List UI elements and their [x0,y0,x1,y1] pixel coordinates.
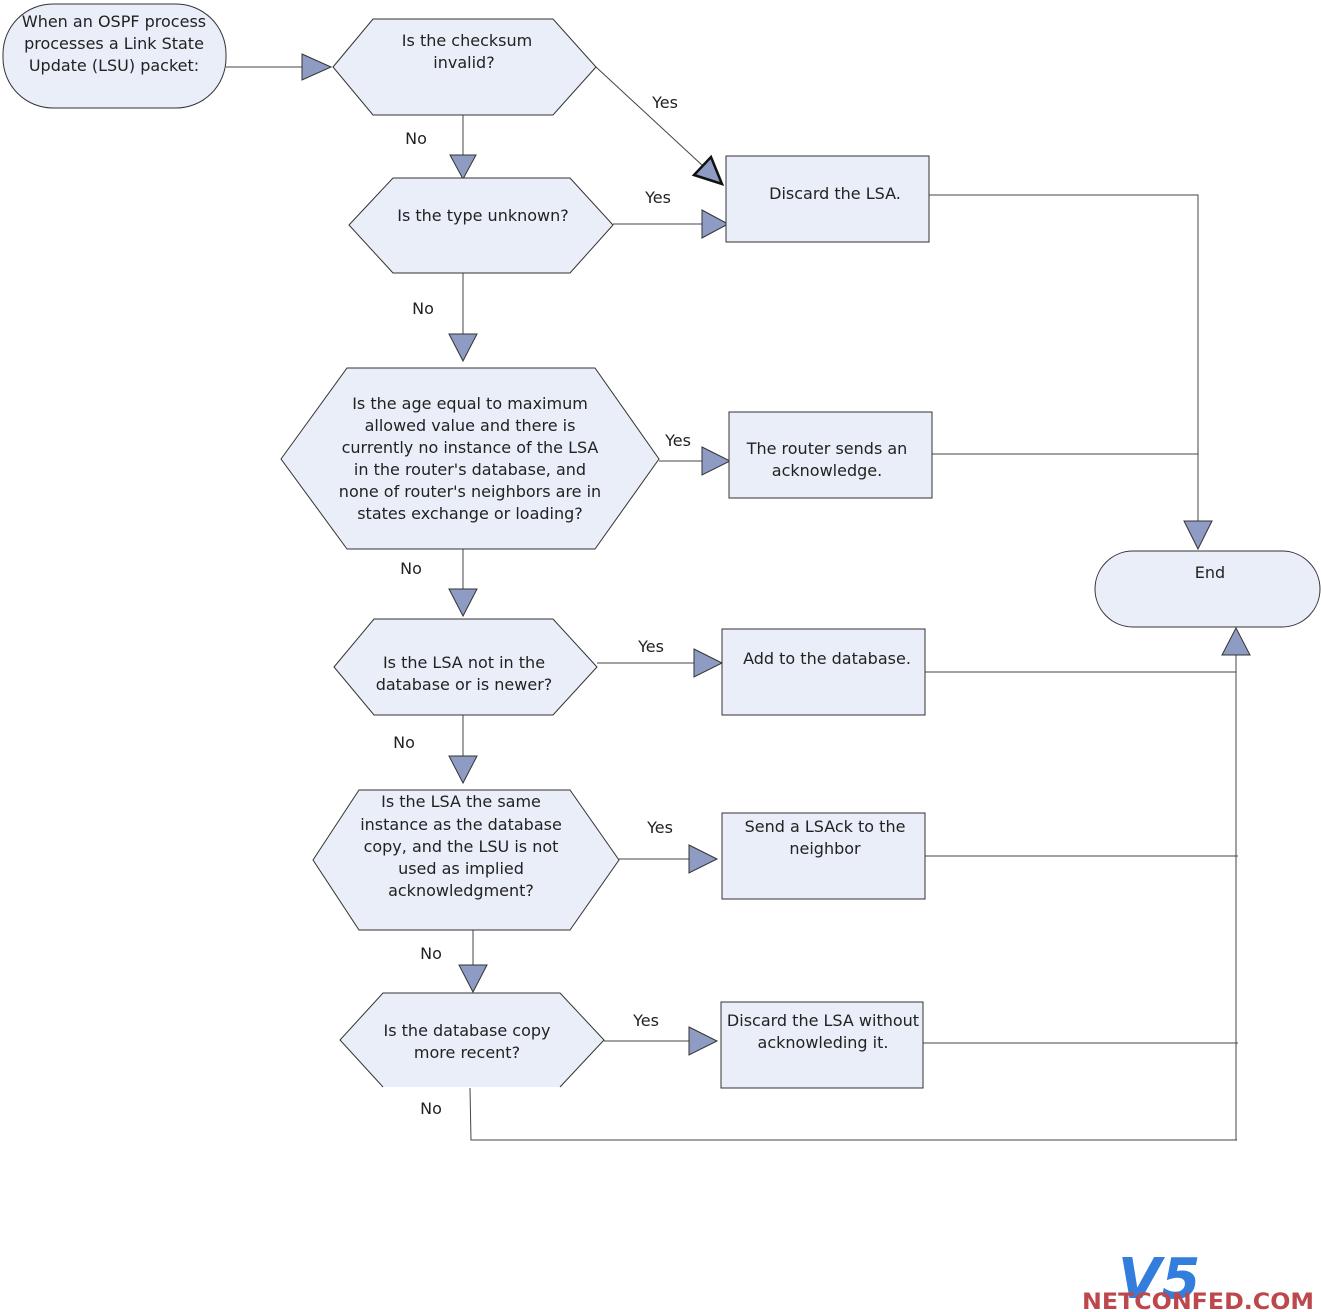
label-age-yes: Yes [664,431,691,450]
connector-checksum-yes [595,66,704,167]
start-terminator: When an OSPF process processes a Link St… [2,3,227,109]
process-discard-no-ack-text-line: Discard the LSA without [727,1011,919,1030]
decision-recent-fill [340,993,604,1087]
label-type-no: No [412,299,434,318]
arrowhead-type-no [448,333,478,363]
decision-same-shape [312,789,620,931]
process-add-db-shape [721,628,926,716]
decision-recent-text-line: Is the database copy [384,1021,551,1040]
watermark-logo: V5 [1118,1247,1200,1312]
end-text: End [1195,563,1225,582]
process-send-lsack-shape [721,812,926,900]
arrowhead-newer-yes [693,648,724,678]
decision-age-text-line: states exchange or loading? [357,504,583,523]
decision-age-text-line: none of router's neighbors are in [339,482,601,501]
label-newer-no: No [393,733,415,752]
decision-lsa-newer: Is the LSA not in the database or is new… [333,618,598,716]
arrowhead-age-no [448,588,478,618]
label-same-yes: Yes [646,818,673,837]
arrowhead-discard-to-end [1183,520,1213,551]
decision-db-copy-recent: Is the database copy more recent? [339,992,605,1088]
arrowhead-age-yes [701,446,732,476]
arrowhead-same-no [458,964,488,994]
label-recent-yes: Yes [632,1011,659,1030]
decision-recent-outline [339,992,605,1088]
decision-age-text-line: currently no instance of the LSA [342,438,599,457]
process-discard-without-ack: Discard the LSA without acknowleding it. [720,1001,924,1089]
decision-checksum-invalid: Is the checksum invalid? [332,18,597,116]
arrowhead-start-to-checksum [301,53,333,81]
decision-type-shape [348,177,614,274]
decision-age-shape [280,367,660,550]
label-checksum-yes: Yes [651,93,678,112]
end-terminator-shape [1094,550,1321,628]
label-type-yes: Yes [644,188,671,207]
watermark-site: NETCONFED.COM [1082,1290,1314,1312]
process-send-acknowledge: The router sends an acknowledge. [728,411,933,499]
watermark: V5 NETCONFED.COM [1082,1247,1314,1312]
decision-type-unknown: Is the type unknown? [348,177,614,274]
process-send-ack-text-line: The router sends an [746,439,908,458]
start-text-line: Update (LSU) packet: [29,56,199,75]
process-discard-text-line: Discard the LSA. [769,184,901,203]
label-same-no: No [420,944,442,963]
decision-newer-shape [333,618,598,716]
decision-checksum-text-line: Is the checksum [402,31,532,50]
label-recent-no: No [420,1099,442,1118]
decision-checksum-text-line: invalid? [433,53,494,72]
decision-same-text-line: instance as the database [360,815,562,834]
process-discard-no-ack-text-line: acknowleding it. [758,1033,889,1052]
process-add-db-text-line: Add to the database. [743,649,911,668]
start-text-line: processes a Link State [24,34,204,53]
arrowhead-newer-no [448,755,478,785]
arrowhead-checksum-no [449,154,477,181]
connector-recent-no [469,1087,1237,1141]
decision-age-text-line: allowed value and there is [365,416,576,435]
process-send-lsack-text-line: Send a LSAck to the [745,817,906,836]
decision-same-text-line: acknowledgment? [388,881,534,900]
decision-same-text-line: copy, and the LSU is not [364,837,559,856]
arrowhead-same-yes [688,844,719,874]
decision-same-instance: Is the LSA the same instance as the data… [312,789,620,931]
process-send-ack-shape [728,411,933,499]
connector-discard-to-end [929,194,1199,521]
decision-checksum-shape [332,18,597,116]
label-newer-yes: Yes [637,637,664,656]
decision-age-text-line: Is the age equal to maximum [352,394,588,413]
arrowhead-return-to-end [1221,626,1251,656]
label-checksum-no: No [405,129,427,148]
connectors [226,53,1251,1141]
process-send-lsack: Send a LSAck to the neighbor [721,812,926,900]
process-discard-shape [725,155,930,243]
decision-max-age: Is the age equal to maximum allowed valu… [280,367,660,550]
decision-same-text-line: used as implied [398,859,524,878]
arrowhead-recent-yes [688,1026,719,1056]
start-text-line: When an OSPF process [22,12,206,31]
process-discard-lsa: Discard the LSA. [725,155,930,243]
label-age-no: No [400,559,422,578]
decision-recent-text-line: more recent? [414,1043,520,1062]
end-terminator: End [1094,550,1321,628]
arrowhead-checksum-yes [691,154,725,187]
start-terminator-shape [2,3,227,109]
process-send-ack-text-line: acknowledge. [772,461,882,480]
decision-type-text-line: Is the type unknown? [397,206,569,225]
decision-newer-text-line: Is the LSA not in the [383,653,545,672]
decision-newer-text-line: database or is newer? [376,675,553,694]
process-discard-no-ack-shape [720,1001,924,1089]
process-add-to-database: Add to the database. [721,628,926,716]
process-send-lsack-text-line: neighbor [789,839,861,858]
decision-age-text-line: in the router's database, and [354,460,586,479]
arrowhead-type-yes [701,209,730,239]
decision-same-text-line: Is the LSA the same [381,792,541,811]
